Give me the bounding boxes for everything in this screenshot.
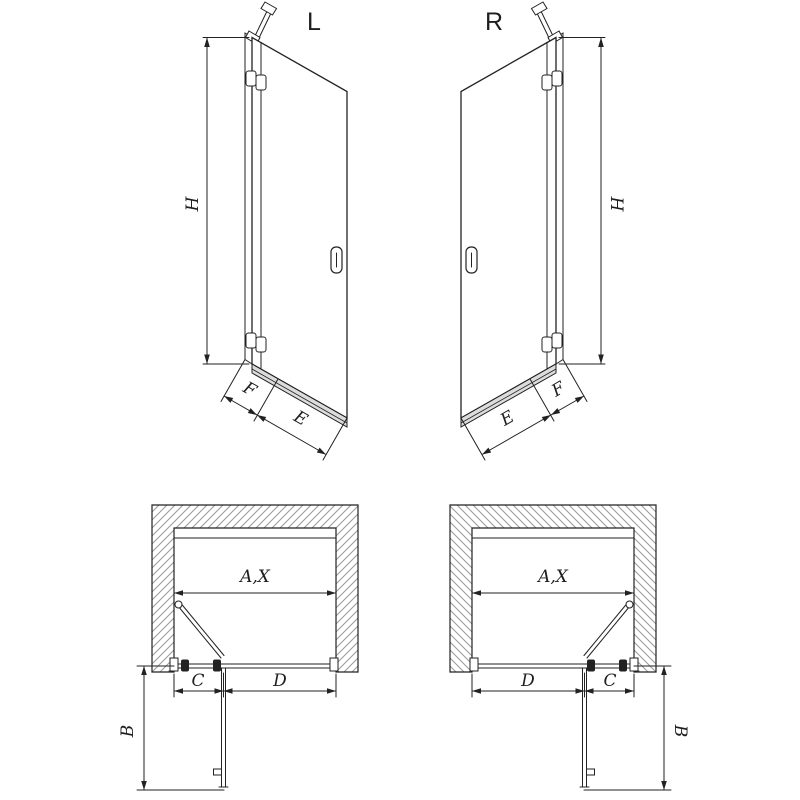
hinge-bottom	[245, 332, 267, 353]
label-right-variant: R	[485, 8, 503, 36]
plan-view-left	[136, 504, 359, 791]
dim-label-f-left: F	[239, 378, 261, 402]
dim-label-d-right: D	[520, 671, 535, 691]
dim-label-e-left: E	[289, 406, 311, 430]
dim-label-opening-left: A,X	[238, 567, 271, 587]
support-arm-plan	[174, 600, 225, 659]
dimension-opening-width	[173, 590, 337, 596]
door-open-plan	[213, 667, 229, 788]
glass-panel	[251, 36, 348, 420]
dim-label-depth-right: B	[670, 724, 690, 738]
dim-label-c-left: C	[191, 671, 204, 691]
door-handle	[330, 246, 343, 274]
dim-label-depth-left: B	[118, 725, 138, 739]
top-support-rod	[244, 1, 278, 45]
wall-hatched	[151, 504, 359, 673]
handle-plan	[213, 768, 222, 776]
dim-label-f-right: F	[548, 377, 570, 401]
hinge-top	[245, 70, 267, 91]
threshold	[251, 363, 348, 428]
door-closed-plan	[169, 657, 339, 672]
label-left-variant: L	[307, 8, 321, 36]
dimension-height	[202, 37, 250, 365]
dim-label-e-right: E	[496, 407, 518, 431]
dimension-bottom-widths	[220, 359, 348, 461]
plan-view-right	[449, 504, 672, 791]
dim-label-opening-right: A,X	[536, 567, 569, 587]
dim-label-c-right: C	[603, 671, 616, 691]
door-elevation-right	[460, 1, 606, 461]
dim-label-height-right: H	[606, 196, 626, 213]
dimension-depth	[136, 665, 225, 791]
dim-label-d-left: D	[272, 671, 287, 691]
door-elevation-left	[202, 1, 348, 461]
dim-label-height-left: H	[183, 195, 203, 212]
dimension-c-d	[173, 672, 337, 698]
